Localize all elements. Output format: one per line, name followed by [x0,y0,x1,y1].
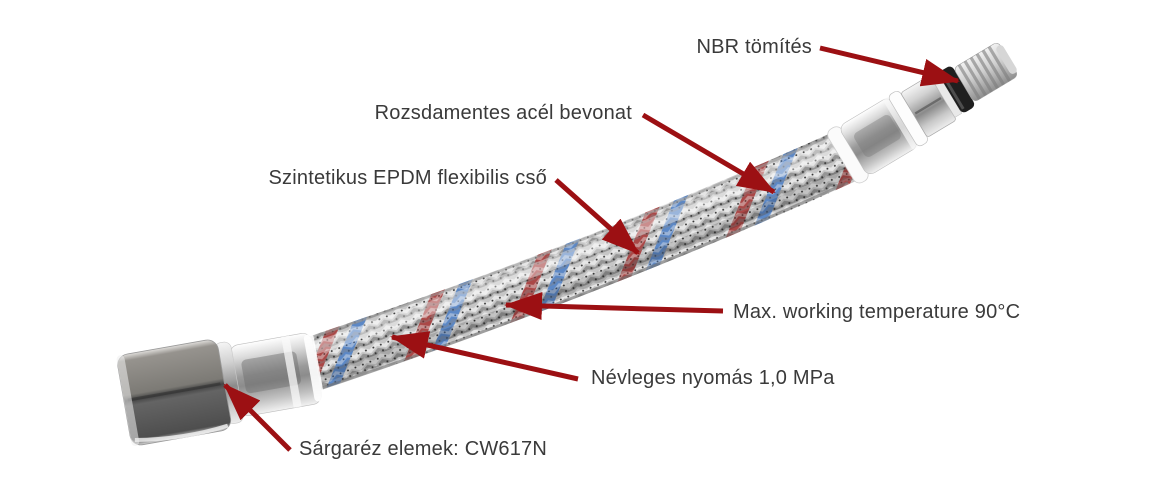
left-fitting [116,333,325,446]
arrow-stainless-braid [641,112,776,195]
label-stainless-braid: Rozsdamentes acél bevonat [374,102,632,124]
arrow-nbr-seal [819,45,960,87]
arrow-nominal-pressure [390,331,579,382]
arrow-brass-parts [223,383,292,452]
label-epdm-tube: Szintetikus EPDM flexibilis cső [268,167,547,189]
annotation-arrows [223,45,960,452]
arrow-epdm-tube [554,178,640,255]
label-max-temperature: Max. working temperature 90°C [733,301,1021,323]
label-brass-parts: Sárgaréz elemek: CW617N [299,438,548,460]
label-nominal-pressure: Névleges nyomás 1,0 MPa [591,367,835,389]
label-nbr-seal: NBR tömítés [696,36,812,58]
arrow-max-temperature [504,292,724,320]
male-thread [954,42,1017,101]
